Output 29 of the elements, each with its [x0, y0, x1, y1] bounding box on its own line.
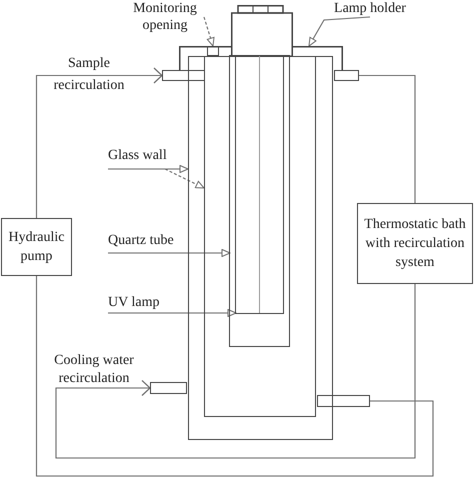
part-label: Glass wall: [108, 147, 178, 169]
flow-label: Cooling water recirculation: [53, 352, 135, 388]
flow-label: Sample recirculation: [52, 55, 126, 95]
uv-lamp: [234, 54, 284, 314]
leader-line: [164, 168, 204, 188]
part-label: Lamp holder: [326, 0, 414, 17]
flow-line: [36, 276, 434, 477]
pump-box: Hydraulic pump: [1, 218, 72, 276]
part-label: Monitoring opening: [126, 0, 204, 34]
inlet-pipe: [162, 70, 205, 81]
flow-line: [359, 74, 416, 203]
lamp-holder: [179, 46, 343, 70]
leader-line: [108, 309, 236, 317]
quartz-tube: [229, 55, 290, 347]
inlet-pipe: [150, 382, 187, 394]
leader-line: [308, 16, 370, 46]
inner-vessel: [204, 56, 316, 416]
outer-vessel: [188, 56, 333, 440]
monitoring-opening: [207, 46, 219, 56]
leader-line: [108, 165, 188, 173]
leader-line: [108, 249, 230, 257]
part-label: UV lamp: [108, 294, 170, 313]
outlet-pipe: [334, 70, 359, 81]
leader-line: [203, 16, 214, 46]
flow-line: [55, 284, 416, 459]
flow-line: [36, 67, 163, 218]
outlet-pipe: [317, 395, 370, 407]
part-label: Quartz tube: [108, 232, 188, 253]
bath-box: Thermostatic bath with recirculation system: [357, 203, 473, 284]
